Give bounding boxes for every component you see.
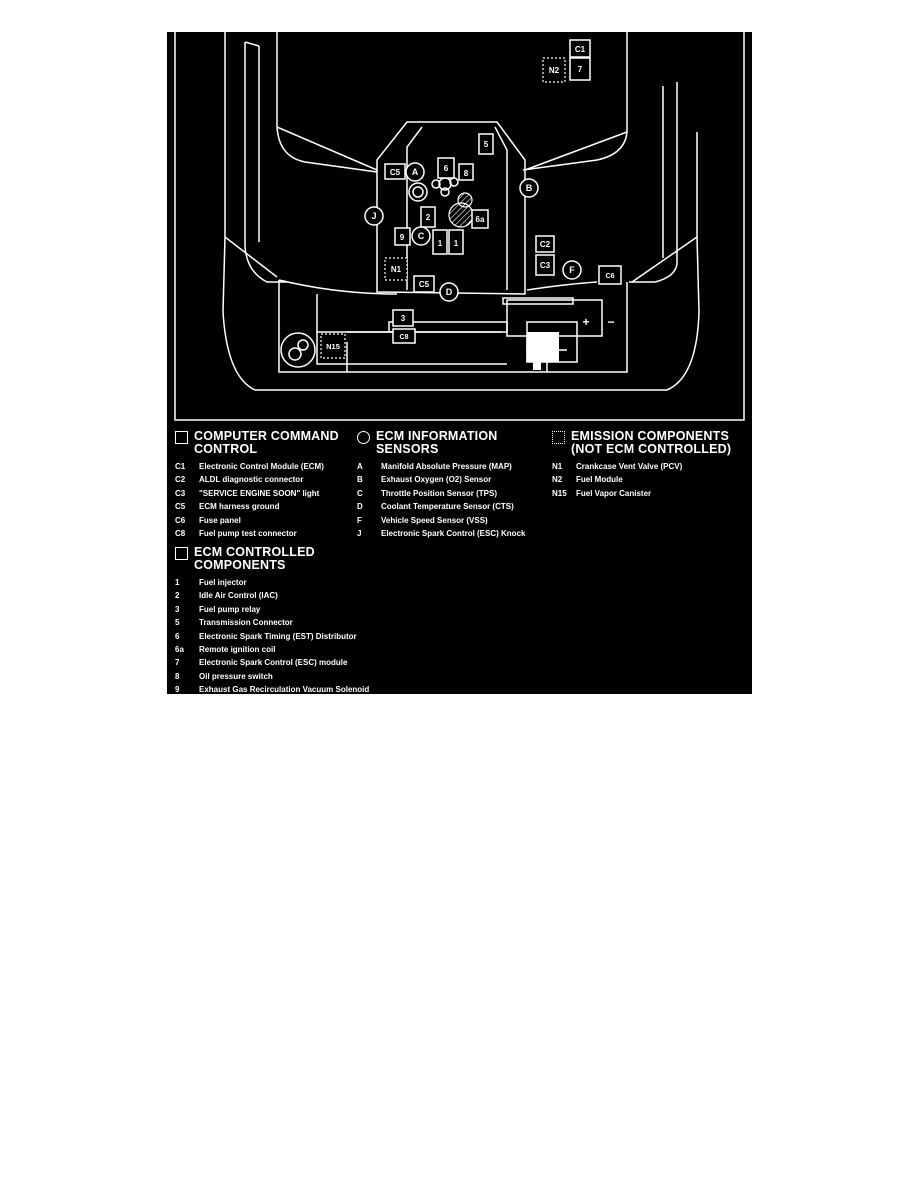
diagram-plate: C1 N2 7 5 C5 A 6 8 B J 2 6a 9 C 1 1 C2 C… xyxy=(167,32,752,694)
callout-circle-c xyxy=(411,226,431,246)
callout-box-c2 xyxy=(535,235,555,253)
callout-box-1-left xyxy=(432,229,448,255)
callout-c5-bottom: C5 xyxy=(419,280,430,289)
callout-circle-d xyxy=(439,282,459,302)
callout-circle-a xyxy=(405,162,425,182)
callout-3: 3 xyxy=(401,314,406,323)
callout-box-5 xyxy=(478,133,494,155)
callout-a: A xyxy=(412,167,419,177)
callout-6a: 6a xyxy=(476,215,485,224)
legend-title: EMISSION COMPONENTS (NOT ECM CONTROLLED) xyxy=(571,429,732,456)
callout-c8: C8 xyxy=(400,334,409,341)
square-symbol-icon xyxy=(175,547,188,560)
callout-1-right: 1 xyxy=(454,239,459,248)
callout-8: 8 xyxy=(464,169,469,178)
legend-title: ECM CONTROLLED COMPONENTS xyxy=(194,545,315,572)
callout-d: D xyxy=(446,287,453,297)
callout-box-3 xyxy=(392,309,414,327)
vehicle-outline xyxy=(174,32,745,421)
callout-c5-top: C5 xyxy=(390,168,401,177)
square-symbol-icon xyxy=(175,431,188,444)
callout-box-c3 xyxy=(535,254,555,276)
callout-box-1-right xyxy=(448,229,464,255)
callout-box-8 xyxy=(458,163,474,181)
callout-circle-j xyxy=(364,206,384,226)
callout-j: J xyxy=(371,211,376,221)
battery-plus: + xyxy=(582,315,589,329)
callout-box-c8 xyxy=(392,328,416,344)
callout-2: 2 xyxy=(426,213,431,222)
callout-9: 9 xyxy=(400,233,405,242)
callout-c2: C2 xyxy=(540,240,551,249)
callout-box-c5-bottom xyxy=(413,275,435,293)
callout-c1: C1 xyxy=(575,45,586,54)
callout-n2: N2 xyxy=(549,66,560,75)
callout-5: 5 xyxy=(484,140,489,149)
engine-compartment-diagram: C1 N2 7 5 C5 A 6 8 B J 2 6a 9 C 1 1 C2 C… xyxy=(174,32,745,421)
callout-n15: N15 xyxy=(326,342,340,351)
legend-item: C3"SERVICE ENGINE SOON" light xyxy=(175,488,320,498)
legend-title: COMPUTER COMMAND CONTROL xyxy=(194,429,339,456)
callout-1-left: 1 xyxy=(438,239,443,248)
callout-box-c5-top xyxy=(384,163,406,180)
legend-title: ECM INFORMATION SENSORS xyxy=(376,429,498,456)
throttle-body-shape xyxy=(448,202,474,228)
callout-n1: N1 xyxy=(391,265,402,274)
callout-circle-f xyxy=(562,260,582,280)
callout-box-n15 xyxy=(320,333,346,359)
callout-box-6a xyxy=(471,209,489,229)
callout-box-7 xyxy=(569,57,591,81)
battery-minus: − xyxy=(607,315,614,329)
dotted-square-symbol-icon xyxy=(552,431,565,444)
callout-7: 7 xyxy=(578,65,583,74)
callout-box-n2 xyxy=(542,57,566,83)
callout-box-c6 xyxy=(598,265,622,285)
legend-emission-components: EMISSION COMPONENTS (NOT ECM CONTROLLED)… xyxy=(552,430,747,500)
callout-c3: C3 xyxy=(540,261,551,270)
callout-c6: C6 xyxy=(606,273,615,280)
circle-symbol-icon xyxy=(357,431,370,444)
callout-box-6 xyxy=(437,157,455,179)
callout-box-2 xyxy=(420,206,436,228)
callout-box-c1 xyxy=(569,39,591,58)
callout-box-n1 xyxy=(384,257,408,281)
callout-f: F xyxy=(569,265,575,275)
callout-circle-b xyxy=(519,178,539,198)
callout-b: B xyxy=(526,183,533,193)
callout-6: 6 xyxy=(444,164,449,173)
callout-c: C xyxy=(418,231,425,241)
callout-box-9 xyxy=(394,227,411,246)
